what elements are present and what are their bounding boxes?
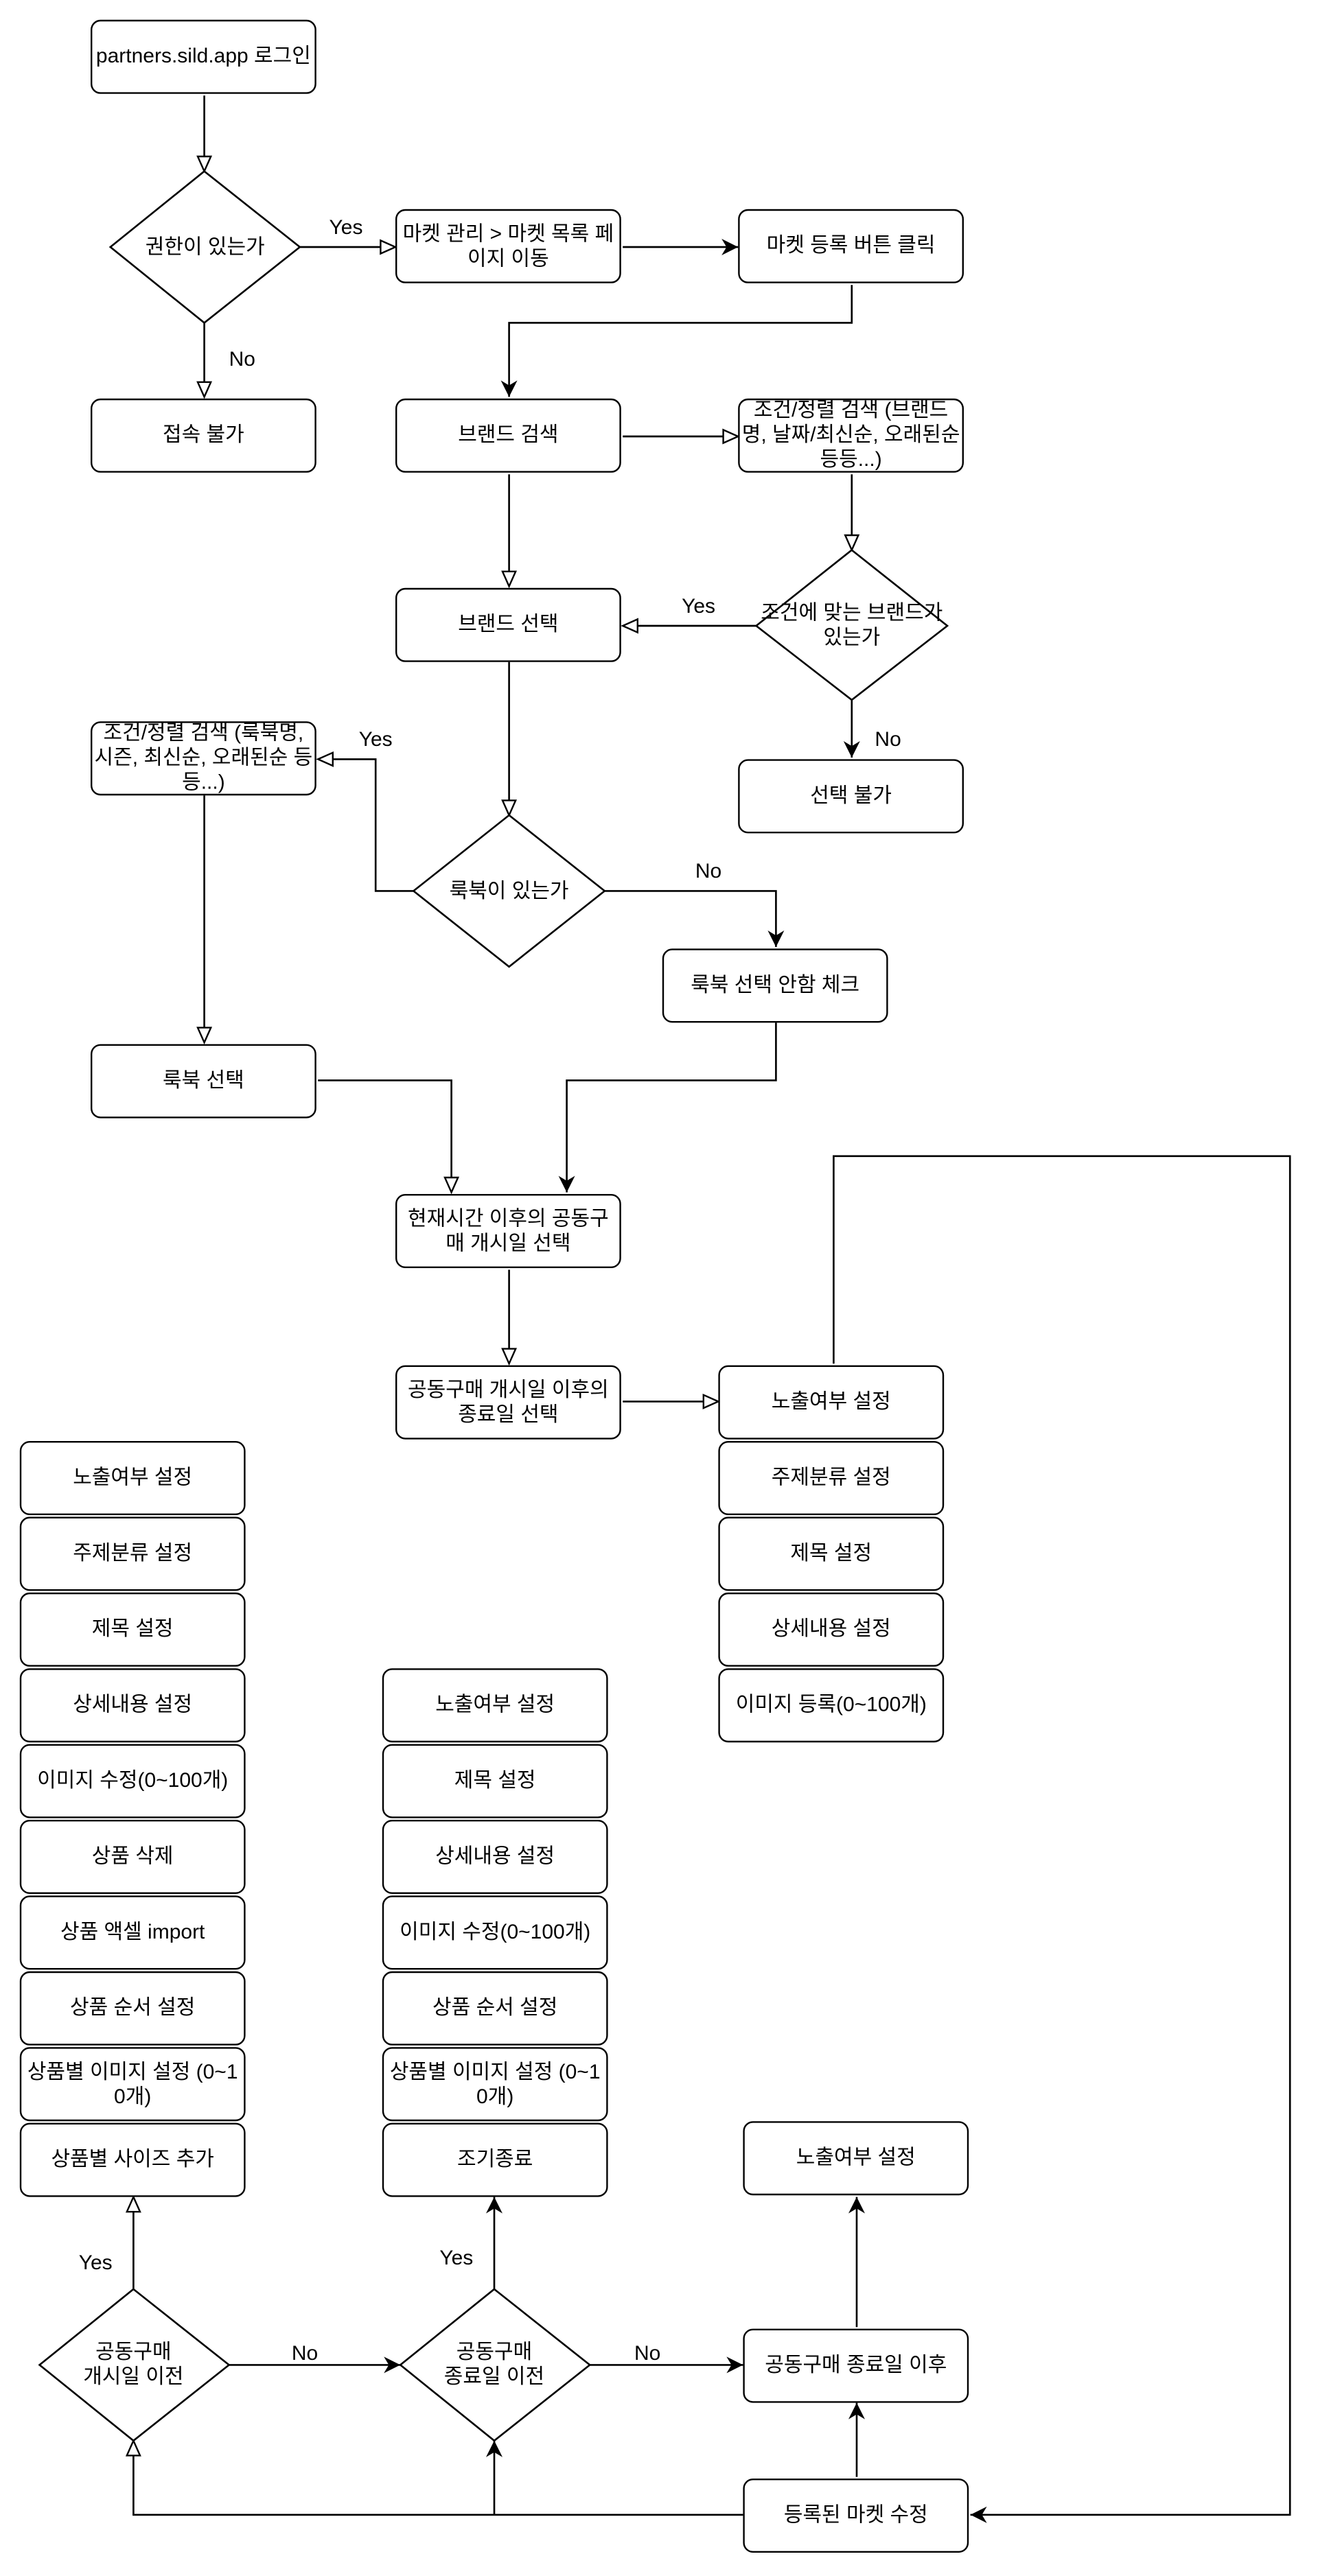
- lookbook-select-step: 룩북 선택: [91, 1044, 316, 1119]
- before-end-setting: 제목 설정: [382, 1744, 608, 1818]
- decision-before-end-label: 공동구매 종료일 이전: [443, 2340, 545, 2389]
- brand-filter-search-step: 조건/정렬 검색 (브랜드명, 날짜/최신순, 오래된순 등등...): [738, 398, 964, 473]
- register-setting: 이미지 등록(0~100개): [718, 1668, 945, 1743]
- edge-label-yes: Yes: [439, 2246, 474, 2270]
- before-start-setting: 주제분류 설정: [19, 1517, 246, 1591]
- before-start-setting: 이미지 수정(0~100개): [19, 1744, 246, 1818]
- register-setting: 노출여부 설정: [718, 1365, 945, 1440]
- edge-lookbook-select-to-start: [318, 1079, 460, 1195]
- edge-label-no: No: [695, 859, 722, 883]
- edge-lookbook-no: [604, 890, 785, 948]
- before-start-setting: 상품 삭제: [19, 1820, 246, 1894]
- after-end-step: 공동구매 종료일 이후: [743, 2328, 969, 2403]
- edge-register-to-brand-search: [500, 285, 853, 397]
- brand-select-step: 브랜드 선택: [395, 587, 621, 662]
- edge-lookbook-yes: [316, 751, 414, 892]
- before-end-setting: 상품별 이미지 설정 (0~10개): [382, 2047, 608, 2122]
- decision-lookbook: [412, 814, 606, 968]
- edge-label-no: No: [875, 727, 901, 751]
- decision-before-end: [399, 2288, 592, 2442]
- register-setting: 제목 설정: [718, 1517, 945, 1591]
- before-start-setting: 상세내용 설정: [19, 1668, 246, 1743]
- login-step: partners.sild.app 로그인: [91, 19, 316, 94]
- edge-label-yes: Yes: [329, 215, 363, 239]
- before-start-setting: 상품별 이미지 설정 (0~10개): [19, 2047, 246, 2122]
- register-setting: 상세내용 설정: [718, 1592, 945, 1667]
- edge-label-no: No: [291, 2341, 319, 2365]
- edge-label-no: No: [634, 2341, 661, 2365]
- decision-lookbook-label: 룩북이 있는가: [449, 878, 569, 902]
- start-date-select-step: 현재시간 이후의 공동구매 개시일 선택: [395, 1194, 621, 1269]
- decision-before-start: [38, 2288, 231, 2442]
- decision-permission: [108, 169, 301, 325]
- decision-brand-match-label: 조건에 맞는 브랜드가 있는가: [761, 601, 943, 649]
- edge-label-yes: Yes: [682, 594, 716, 618]
- before-end-setting: 상세내용 설정: [382, 1820, 608, 1894]
- lookbook-skip-check-step: 룩북 선택 안함 체크: [662, 948, 888, 1023]
- edge-label-yes: Yes: [358, 727, 393, 751]
- edge-label-yes: Yes: [78, 2251, 113, 2275]
- before-end-setting: 상품 순서 설정: [382, 1971, 608, 2046]
- before-start-setting: 상품별 사이즈 추가: [19, 2122, 246, 2197]
- edge-settings-to-edit-loop: [833, 1155, 1291, 2523]
- before-end-setting: 조기종료: [382, 2122, 608, 2197]
- end-date-select-step: 공동구매 개시일 이후의 종료일 선택: [395, 1365, 621, 1440]
- before-end-setting: 노출여부 설정: [382, 1668, 608, 1743]
- lookbook-filter-search-step: 조건/정렬 검색 (룩북명, 시즌, 최신순, 오래된순 등등...): [91, 721, 316, 796]
- before-start-setting: 상품 액셀 import: [19, 1895, 246, 1970]
- before-start-setting: 노출여부 설정: [19, 1441, 246, 1515]
- edge-label-no: No: [229, 347, 255, 371]
- market-register-click-step: 마켓 등록 버튼 클릭: [738, 209, 964, 283]
- decision-permission-label: 권한이 있는가: [145, 235, 265, 258]
- no-access-step: 접속 불가: [91, 398, 316, 473]
- decision-before-start-label: 공동구매 개시일 이전: [83, 2340, 184, 2389]
- before-start-setting: 제목 설정: [19, 1592, 246, 1667]
- market-list-page-step: 마켓 관리 > 마켓 목록 페이지 이동: [395, 209, 621, 283]
- edit-registered-market-step: 등록된 마켓 수정: [743, 2479, 969, 2553]
- register-setting: 주제분류 설정: [718, 1441, 945, 1515]
- before-end-setting: 이미지 수정(0~100개): [382, 1895, 608, 1970]
- before-start-setting: 상품 순서 설정: [19, 1971, 246, 2046]
- edge-edit-to-before-start: [125, 2438, 743, 2516]
- after-end-visibility-step: 노출여부 설정: [743, 2121, 969, 2196]
- select-unavailable-step: 선택 불가: [738, 759, 964, 834]
- brand-search-step: 브랜드 검색: [395, 398, 621, 473]
- decision-brand-match: [754, 548, 949, 701]
- edge-skip-to-start: [558, 1022, 777, 1193]
